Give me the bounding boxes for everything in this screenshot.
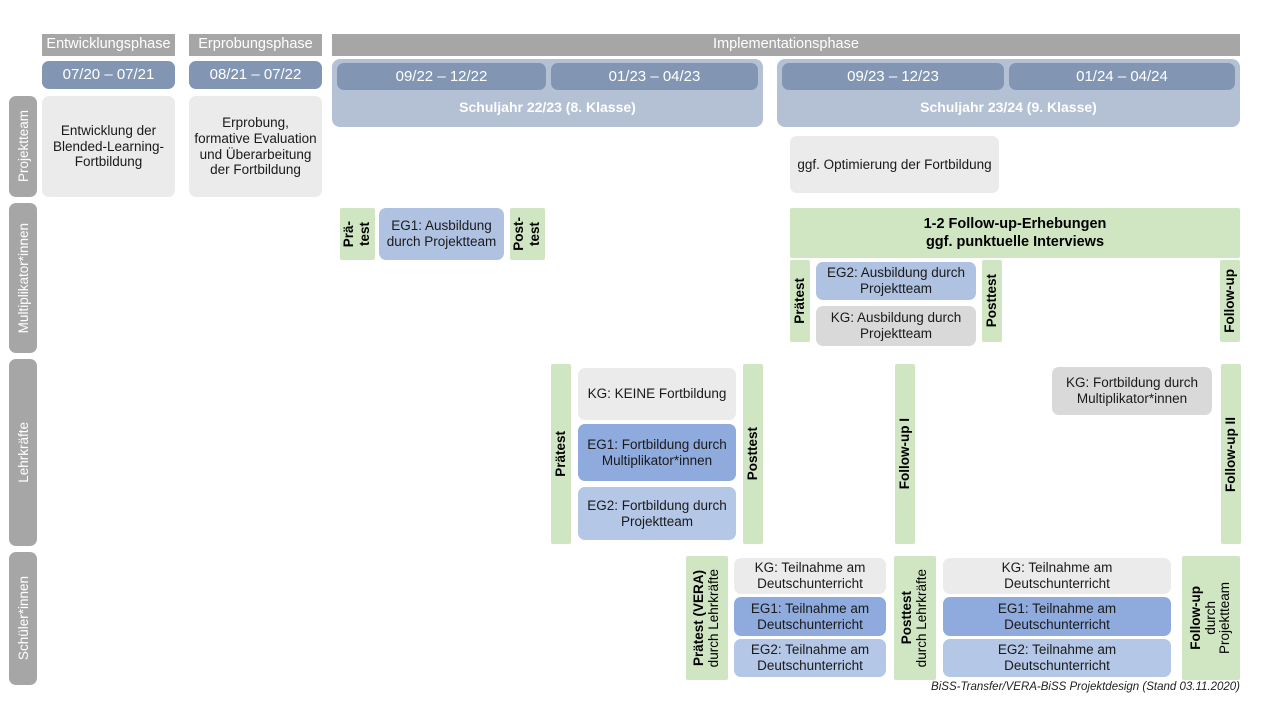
- lehrkraefte-eg1-box: EG1: Fortbildung durch Multiplikator*inn…: [578, 424, 736, 481]
- role-label-lehrkraefte-text: Lehrkräfte: [15, 422, 31, 483]
- schueler-praetest-column: Prätest (VERA) durch Lehrkräfte: [686, 556, 728, 680]
- schueler-followup-reg2-label: Projektteam: [1217, 581, 1233, 655]
- multiplikatoren-followup-banner: 1-2 Follow-up-Erhebungen ggf. punktuelle…: [790, 208, 1240, 258]
- multiplikatoren-praetest-label: Prätest: [791, 278, 807, 324]
- role-label-schuelerinnen: Schüler*innen: [9, 552, 37, 685]
- multiplikatoren-praetest-line1: Prä-: [341, 220, 357, 248]
- school-year-band-2324: 09/23 – 12/23 01/24 – 04/24 Schuljahr 23…: [777, 59, 1240, 127]
- role-label-multiplikatorinnen-text: Multiplikator*innen: [15, 222, 31, 334]
- multiplikatoren-followup-banner-line1: 1-2 Follow-up-Erhebungen: [923, 215, 1107, 232]
- schueler-praetest-bold-label: Prätest (VERA): [691, 569, 707, 667]
- lehrkraefte-praetest-column: Prätest: [551, 364, 571, 544]
- role-label-schuelerinnen-text: Schüler*innen: [15, 576, 31, 661]
- phase-header-entwicklungsphase: Entwicklungsphase: [42, 34, 175, 56]
- multiplikatoren-praetest-small: Prä- test: [340, 208, 375, 260]
- role-label-multiplikatorinnen: Multiplikator*innen: [9, 203, 37, 353]
- schueler-posttest-bold-label: Posttest: [899, 591, 915, 645]
- school-year-band-2223: 09/22 – 12/22 01/23 – 04/23 Schuljahr 22…: [332, 59, 763, 127]
- date-range-0123-0423: 01/23 – 04/23: [551, 63, 758, 90]
- multiplikatoren-followup-banner-line2: ggf. punktuelle Interviews: [925, 234, 1105, 250]
- projektteam-entwicklung-box: Entwicklung der Blended-Learning-Fortbil…: [42, 96, 175, 197]
- multiplikatoren-praetest-column: Prätest: [790, 260, 810, 342]
- schueler-kg-right-box: KG: Teilnahme am Deutschunterricht: [943, 558, 1171, 594]
- lehrkraefte-kg-keine-box: KG: KEINE Fortbildung: [578, 368, 736, 420]
- lehrkraefte-posttest-label: Posttest: [744, 427, 760, 481]
- schueler-followup-bold-label: Follow-up: [1187, 586, 1203, 650]
- multiplikatoren-posttest-small: Post- test: [510, 208, 545, 260]
- multiplikatoren-praetest-line2: test: [357, 221, 372, 246]
- role-label-projektteam-text: Projektteam: [15, 110, 31, 183]
- schueler-posttest-reg-label: durch Lehrkräfte: [914, 568, 929, 668]
- multiplikatoren-kg-ausbildung-box: KG: Ausbildung durch Projektteam: [816, 306, 976, 346]
- multiplikatoren-followup-column: Follow-up: [1220, 260, 1240, 342]
- multiplikatoren-posttest-line2: test: [527, 221, 542, 246]
- role-label-projektteam: Projektteam: [9, 96, 37, 197]
- date-range-0922-1222: 09/22 – 12/22: [337, 63, 546, 90]
- role-label-lehrkraefte: Lehrkräfte: [9, 359, 37, 546]
- date-range-0923-1223: 09/23 – 12/23: [782, 63, 1004, 90]
- multiplikatoren-posttest-label: Posttest: [983, 274, 999, 328]
- schueler-followup-column: Follow-up durch Projektteam: [1182, 556, 1240, 680]
- schueler-eg1-left-box: EG1: Teilnahme am Deutschunterricht: [734, 597, 886, 636]
- projektteam-optimierung-box: ggf. Optimierung der Fortbildung: [790, 136, 999, 193]
- lehrkraefte-followup-1-label: Follow-up I: [896, 418, 912, 490]
- multiplikatoren-eg1-ausbildung-box: EG1: Ausbildung durch Projektteam: [379, 208, 504, 260]
- lehrkraefte-posttest-column: Posttest: [743, 364, 763, 544]
- school-year-label-2223: Schuljahr 22/23 (8. Klasse): [459, 98, 636, 115]
- phase-header-implementationsphase: Implementationsphase: [332, 34, 1240, 56]
- school-year-label-2324: Schuljahr 23/24 (9. Klasse): [920, 98, 1097, 115]
- multiplikatoren-eg2-ausbildung-box: EG2: Ausbildung durch Projektteam: [816, 262, 976, 300]
- schueler-eg1-right-box: EG1: Teilnahme am Deutschunterricht: [943, 597, 1171, 636]
- multiplikatoren-followup-label: Follow-up: [1221, 269, 1237, 333]
- schueler-eg2-right-box: EG2: Teilnahme am Deutschunterricht: [943, 639, 1171, 677]
- phase-header-erprobungsphase: Erprobungsphase: [189, 34, 322, 56]
- schueler-kg-left-box: KG: Teilnahme am Deutschunterricht: [734, 558, 886, 594]
- projektteam-erprobung-box: Erprobung, formative Evaluation und Über…: [189, 96, 322, 197]
- lehrkraefte-eg2-box: EG2: Fortbildung durch Projektteam: [578, 487, 736, 540]
- multiplikatoren-posttest-column: Posttest: [982, 260, 1002, 342]
- schueler-posttest-column: Posttest durch Lehrkräfte: [894, 556, 936, 680]
- footer-caption: BiSS-Transfer/VERA-BiSS Projektdesign (S…: [931, 681, 1240, 693]
- date-range-0124-0424: 01/24 – 04/24: [1009, 63, 1235, 90]
- date-range-0821-0722: 08/21 – 07/22: [189, 61, 322, 89]
- multiplikatoren-posttest-line1: Post-: [511, 217, 527, 251]
- lehrkraefte-followup-2-column: Follow-up II: [1221, 364, 1241, 544]
- date-range-0720-0721: 07/20 – 07/21: [42, 61, 175, 89]
- schueler-eg2-left-box: EG2: Teilnahme am Deutschunterricht: [734, 639, 886, 677]
- lehrkraefte-followup-1-column: Follow-up I: [895, 364, 915, 544]
- schueler-praetest-reg-label: durch Lehrkräfte: [706, 568, 721, 668]
- lehrkraefte-praetest-label: Prätest: [552, 431, 568, 477]
- lehrkraefte-followup-2-label: Follow-up II: [1222, 416, 1238, 492]
- lehrkraefte-kg-multi-box: KG: Fortbildung durch Multiplikator*inne…: [1052, 367, 1212, 415]
